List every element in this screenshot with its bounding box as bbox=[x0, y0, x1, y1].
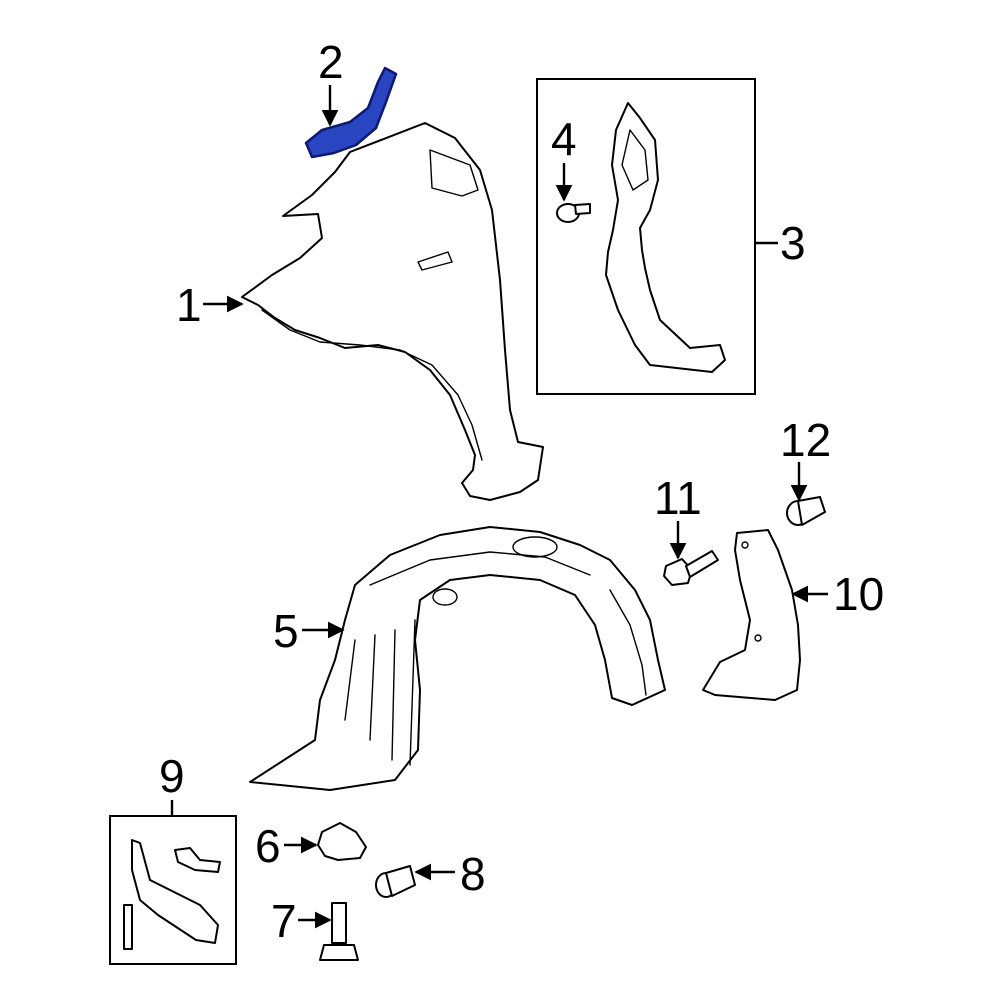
bolt-part-7[interactable] bbox=[319, 902, 359, 961]
callout-8: 8 bbox=[460, 848, 486, 900]
fender-insulator-part[interactable] bbox=[605, 102, 726, 373]
fender-liner-part[interactable] bbox=[249, 526, 666, 791]
callout-1: 1 bbox=[176, 279, 202, 331]
callout-4: 4 bbox=[551, 113, 577, 165]
callout-6: 6 bbox=[255, 820, 281, 872]
bracket-part-9[interactable] bbox=[123, 839, 221, 950]
group-box-3-4 bbox=[536, 78, 756, 395]
callout-10: 10 bbox=[833, 568, 884, 620]
fender-part[interactable] bbox=[241, 122, 544, 501]
fender-bracket-part[interactable] bbox=[304, 66, 398, 159]
bolt-part-11[interactable] bbox=[663, 550, 719, 586]
callout-12: 12 bbox=[780, 414, 831, 466]
clip-part-4[interactable] bbox=[556, 203, 591, 223]
callout-9: 9 bbox=[159, 750, 185, 802]
nut-part-6[interactable] bbox=[317, 822, 367, 861]
screw-part-12[interactable] bbox=[786, 496, 826, 526]
callout-11: 11 bbox=[654, 472, 702, 524]
screw-part-8[interactable] bbox=[375, 865, 416, 898]
callout-7: 7 bbox=[271, 895, 297, 947]
leader-arrows bbox=[170, 85, 828, 929]
callout-3: 3 bbox=[780, 217, 806, 269]
callout-5: 5 bbox=[273, 605, 299, 657]
mud-guard-part[interactable] bbox=[702, 529, 801, 701]
callout-2: 2 bbox=[318, 36, 344, 88]
